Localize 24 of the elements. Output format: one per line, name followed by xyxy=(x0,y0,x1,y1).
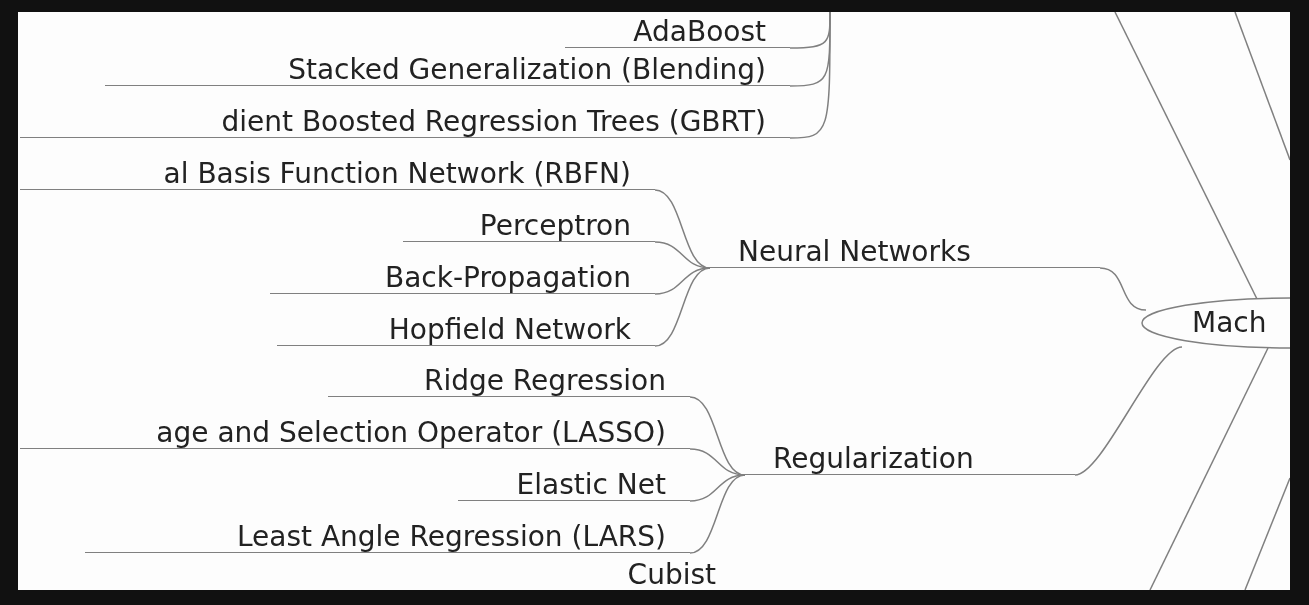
connector-line xyxy=(1149,347,1269,590)
node-label: al Basis Function Network (RBFN) xyxy=(163,159,631,189)
node-label: Elastic Net xyxy=(516,470,666,500)
node-label: Cubist xyxy=(627,560,716,590)
node-label: Least Angle Regression (LARS) xyxy=(236,522,666,552)
node-label: Mach xyxy=(1192,306,1267,339)
connector-line xyxy=(689,474,746,502)
node-label: Regularization xyxy=(773,444,974,474)
node-label: AdaBoost xyxy=(633,17,766,47)
node-label: Ridge Regression xyxy=(423,366,666,396)
node-label: dient Boosted Regression Trees (GBRT) xyxy=(221,107,766,137)
node-label: age and Selection Operator (LASSO) xyxy=(156,418,666,448)
connector-line xyxy=(789,12,831,139)
node-label: Perceptron xyxy=(479,211,631,241)
connector-line xyxy=(1099,267,1147,311)
node-label: Stacked Generalization (Blending) xyxy=(288,55,766,85)
connector-line xyxy=(654,267,711,347)
connector-line xyxy=(654,267,711,295)
connector-line xyxy=(1074,346,1183,476)
node-label: Hopfield Network xyxy=(388,315,631,345)
connector-line xyxy=(1114,12,1258,300)
connector-line xyxy=(689,474,746,554)
node-label: Neural Networks xyxy=(738,237,971,267)
node-label: Back-Propagation xyxy=(385,263,631,293)
